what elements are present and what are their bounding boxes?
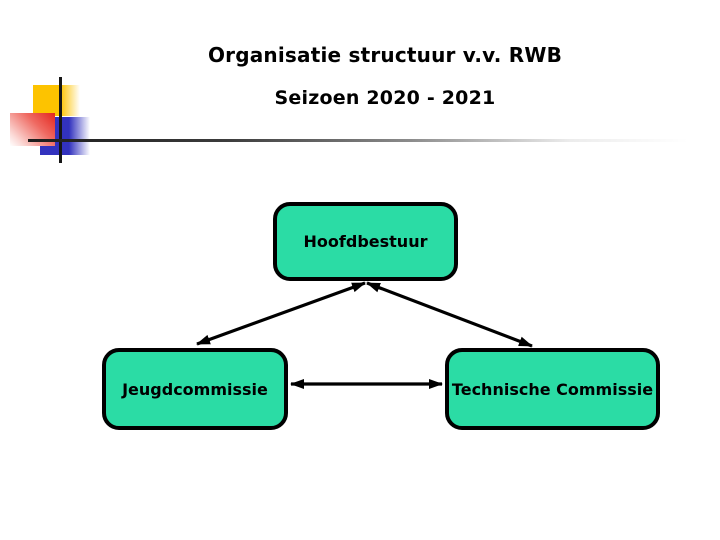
deco-horizontal-rule	[28, 139, 688, 142]
slide-subtitle: Seizoen 2020 - 2021	[274, 87, 496, 109]
deco-yellow-square	[33, 85, 80, 116]
deco-vertical-line	[59, 77, 62, 163]
slide-title: Organisatie structuur v.v. RWB	[207, 43, 563, 67]
node-jeugdcommissie: Jeugdcommissie	[102, 348, 288, 430]
edge-hoofdbestuur-technische-commissie	[366, 281, 533, 348]
node-technische-commissie: Technische Commissie	[445, 348, 660, 430]
node-technische-commissie-label: Technische Commissie	[451, 379, 654, 399]
edge-hoofdbestuur-jeugdcommissie	[196, 281, 366, 346]
node-hoofdbestuur: Hoofdbestuur	[273, 202, 458, 281]
node-jeugdcommissie-label: Jeugdcommissie	[122, 379, 268, 399]
node-hoofdbestuur-label: Hoofdbestuur	[303, 232, 428, 251]
